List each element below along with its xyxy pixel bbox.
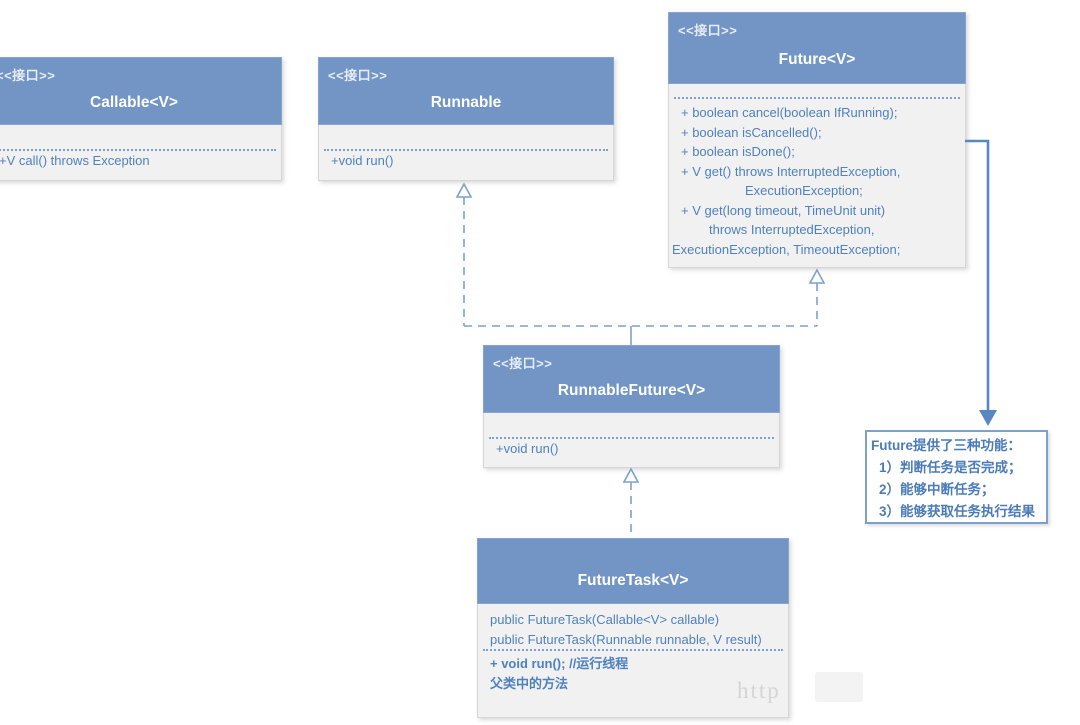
note-arrowhead	[979, 410, 997, 426]
watermark-text: http	[737, 678, 781, 703]
method-line: + boolean isDone();	[681, 144, 795, 159]
compartment-divider	[324, 149, 608, 151]
future-header: <<接口>> Future<V>	[668, 12, 966, 84]
realization-arrowhead-future	[808, 268, 826, 284]
compartment-divider	[489, 437, 774, 439]
callable-title: Callable<V>	[90, 94, 178, 111]
class-box-future-task: FutureTask<V> public FutureTask(Callable…	[477, 538, 789, 718]
method-line-continuation: ExecutionException;	[745, 183, 863, 198]
runnable-future-body: +void run()	[483, 413, 780, 468]
attributes-compartment	[484, 413, 779, 437]
runnable-future-stereotype: <<接口>>	[493, 356, 553, 371]
method-line: +void run()	[331, 153, 394, 168]
method-line-continuation: throws InterruptedException,	[709, 222, 875, 237]
attributes-compartment	[319, 125, 613, 149]
runnable-future-header: <<接口>> RunnableFuture<V>	[483, 345, 780, 413]
attributes-compartment	[0, 125, 281, 149]
note-arrow-line	[965, 139, 990, 412]
method-line: 父类中的方法	[490, 675, 569, 691]
runnable-body: +void run()	[318, 125, 614, 181]
watermark-blob	[815, 672, 863, 702]
future-stereotype: <<接口>>	[678, 23, 738, 38]
runnable-stereotype: <<接口>>	[328, 68, 388, 83]
class-box-runnable-future: <<接口>> RunnableFuture<V> +void run()	[483, 345, 780, 468]
method-line: + V get() throws InterruptedException,	[681, 163, 901, 179]
callable-header: <<接口>> Callable<V>	[0, 57, 282, 125]
note-box: Future提供了三种功能： 1）判断任务是否完成； 2）能够中断任务； 3）能…	[865, 430, 1048, 524]
realization-arrowhead-runnable-future	[622, 467, 640, 483]
future-task-header: FutureTask<V>	[477, 538, 789, 604]
future-task-body: public FutureTask(Callable<V> callable) …	[477, 604, 789, 718]
runnable-title: Runnable	[430, 94, 502, 111]
realization-arrowhead-runnable	[455, 182, 473, 198]
class-box-future: <<接口>> Future<V> + boolean cancel(boolea…	[668, 12, 966, 268]
class-box-runnable: <<接口>> Runnable +void run()	[318, 57, 614, 181]
method-line: + boolean cancel(boolean IfRunning);	[681, 105, 898, 120]
method-line: +void run()	[496, 441, 559, 456]
constructor-line: public FutureTask(Callable<V> callable)	[490, 612, 720, 627]
note-item: 2）能够中断任务；	[879, 482, 995, 497]
future-title: Future<V>	[778, 51, 856, 68]
attributes-compartment	[669, 84, 965, 97]
method-line: +V call() throws Exception	[0, 153, 150, 168]
runnable-header: <<接口>> Runnable	[318, 57, 614, 125]
callable-stereotype: <<接口>>	[0, 68, 56, 83]
note-item: 3）能够获取任务执行结果	[879, 504, 1036, 519]
future-body: + boolean cancel(boolean IfRunning); + b…	[668, 84, 966, 268]
compartment-divider	[674, 97, 960, 99]
method-line: + V get(long timeout, TimeUnit unit)	[681, 202, 886, 218]
constructor-line: public FutureTask(Runnable runnable, V r…	[490, 631, 762, 647]
method-line-continuation: ExecutionException, TimeoutException;	[672, 241, 901, 257]
compartment-divider	[0, 149, 276, 151]
compartment-divider	[483, 649, 783, 651]
runnable-future-title: RunnableFuture<V>	[557, 382, 706, 399]
note-title: Future提供了三种功能：	[871, 438, 1021, 453]
callable-body: +V call() throws Exception	[0, 125, 282, 181]
note-item: 1）判断任务是否完成；	[879, 460, 1022, 475]
method-line: + boolean isCancelled();	[681, 124, 822, 140]
future-task-title: FutureTask<V>	[577, 572, 689, 589]
method-line: + void run(); //运行线程	[490, 656, 629, 671]
class-box-callable: <<接口>> Callable<V> +V call() throws Exce…	[0, 57, 282, 181]
